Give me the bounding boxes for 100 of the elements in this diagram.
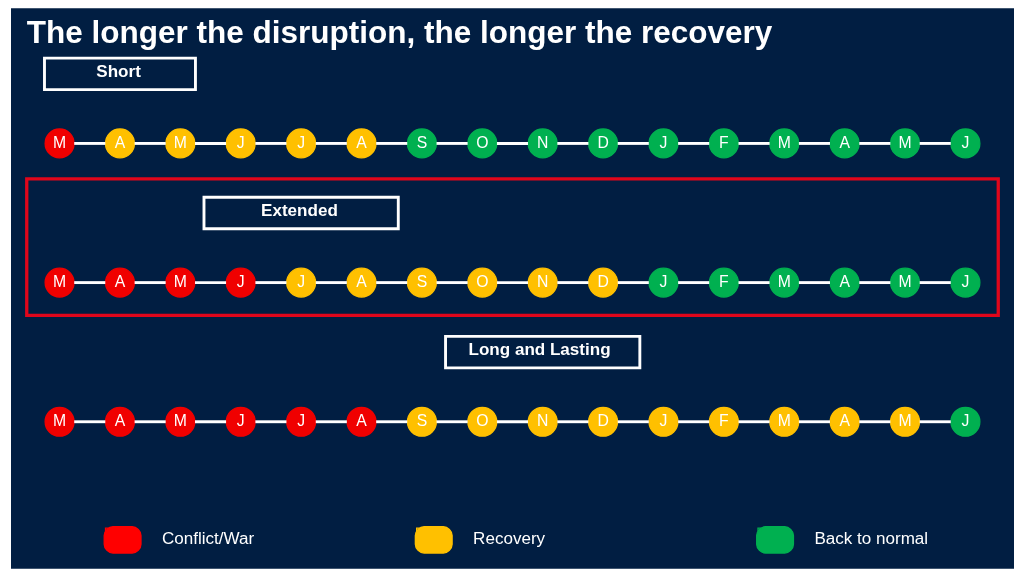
connector bbox=[375, 142, 407, 145]
connector bbox=[436, 281, 468, 285]
connector bbox=[556, 420, 588, 424]
connector bbox=[315, 420, 347, 424]
node-circle: A bbox=[104, 267, 135, 298]
node-circle: N bbox=[527, 267, 558, 298]
node-circle: F bbox=[708, 128, 739, 159]
connector bbox=[677, 142, 709, 145]
connector bbox=[738, 420, 770, 424]
node-circle: J bbox=[225, 406, 256, 437]
connector bbox=[254, 142, 286, 145]
node-circle: D bbox=[587, 267, 618, 298]
node-circle: F bbox=[708, 406, 739, 437]
connector bbox=[254, 281, 286, 285]
node-circle: A bbox=[104, 406, 135, 437]
node-circle: J bbox=[949, 267, 981, 298]
connector bbox=[919, 420, 951, 424]
node-circle: A bbox=[345, 128, 377, 159]
connector bbox=[738, 142, 770, 145]
node-circle: N bbox=[527, 128, 558, 159]
node-circle: J bbox=[949, 128, 981, 159]
node-circle: A bbox=[829, 267, 860, 298]
connector bbox=[134, 281, 166, 285]
connector bbox=[556, 281, 588, 285]
node-circle: M bbox=[164, 267, 195, 298]
node-circle: J bbox=[225, 128, 256, 159]
connector bbox=[617, 281, 649, 285]
node-circle: N bbox=[527, 406, 558, 437]
node-circle: M bbox=[889, 128, 920, 159]
connector bbox=[738, 281, 770, 285]
node-circle: J bbox=[285, 128, 316, 159]
connector bbox=[858, 420, 890, 424]
connector bbox=[134, 142, 166, 145]
connector bbox=[798, 142, 830, 145]
node-circle: J bbox=[647, 128, 679, 159]
node-circle: A bbox=[345, 406, 377, 437]
connector bbox=[194, 420, 226, 424]
connector bbox=[919, 142, 951, 145]
connector bbox=[798, 281, 830, 285]
node-circle: J bbox=[285, 267, 316, 298]
node-circle: A bbox=[829, 406, 860, 437]
node-box: Short bbox=[42, 56, 197, 92]
connector bbox=[858, 281, 890, 285]
node-circle: J bbox=[949, 406, 981, 437]
connector bbox=[436, 142, 468, 145]
node-circle: F bbox=[708, 267, 739, 298]
node-circle: J bbox=[225, 267, 256, 298]
legend-label: Recovery bbox=[472, 529, 545, 549]
connector bbox=[556, 142, 588, 145]
node-circle: O bbox=[466, 128, 497, 159]
connector bbox=[436, 420, 468, 424]
connector bbox=[194, 281, 226, 285]
node-circle: A bbox=[104, 128, 135, 159]
node-circle: J bbox=[647, 406, 679, 437]
legend-label: Back to normal bbox=[813, 529, 928, 549]
cluster bbox=[24, 177, 1000, 318]
connector bbox=[496, 281, 528, 285]
legend-label: Conflict/War bbox=[161, 529, 254, 549]
node-circle: D bbox=[587, 406, 618, 437]
node-circle: S bbox=[406, 406, 437, 437]
node-circle: M bbox=[768, 128, 799, 159]
node-circle: A bbox=[345, 267, 377, 298]
connector bbox=[617, 142, 649, 145]
node-circle: S bbox=[406, 128, 437, 159]
node-circle: S bbox=[406, 267, 437, 298]
node-circle: M bbox=[768, 406, 799, 437]
connector bbox=[858, 142, 890, 145]
connector bbox=[254, 420, 286, 424]
connector bbox=[73, 420, 105, 424]
connector bbox=[134, 420, 166, 424]
node-circle: J bbox=[647, 267, 679, 298]
node-circle: M bbox=[889, 406, 920, 437]
node-circle: M bbox=[164, 128, 195, 159]
node-circle: A bbox=[829, 128, 860, 159]
node-circle: M bbox=[43, 406, 75, 437]
connector bbox=[677, 281, 709, 285]
connector bbox=[315, 281, 347, 285]
node-circle: M bbox=[43, 267, 75, 298]
connector bbox=[315, 142, 347, 145]
connector bbox=[617, 420, 649, 424]
node-box: Long and Lasting bbox=[443, 334, 641, 370]
node-circle: M bbox=[889, 267, 920, 298]
connector bbox=[919, 281, 951, 285]
node-circle: M bbox=[164, 406, 195, 437]
node-circle: O bbox=[466, 406, 497, 437]
node-box: Extended bbox=[202, 195, 400, 231]
connector bbox=[496, 142, 528, 145]
connector bbox=[194, 142, 226, 145]
connector bbox=[798, 420, 830, 424]
node-circle: D bbox=[587, 128, 618, 159]
connector bbox=[73, 281, 105, 285]
connector bbox=[677, 420, 709, 424]
node-circle: O bbox=[466, 267, 497, 298]
node-circle: M bbox=[43, 128, 75, 159]
connector bbox=[375, 420, 407, 424]
node-circle: J bbox=[285, 406, 316, 437]
connector bbox=[496, 420, 528, 424]
diagram-title: The longer the disruption, the longer the recovery bbox=[26, 13, 772, 50]
connector bbox=[375, 281, 407, 285]
node-circle: M bbox=[768, 267, 799, 298]
